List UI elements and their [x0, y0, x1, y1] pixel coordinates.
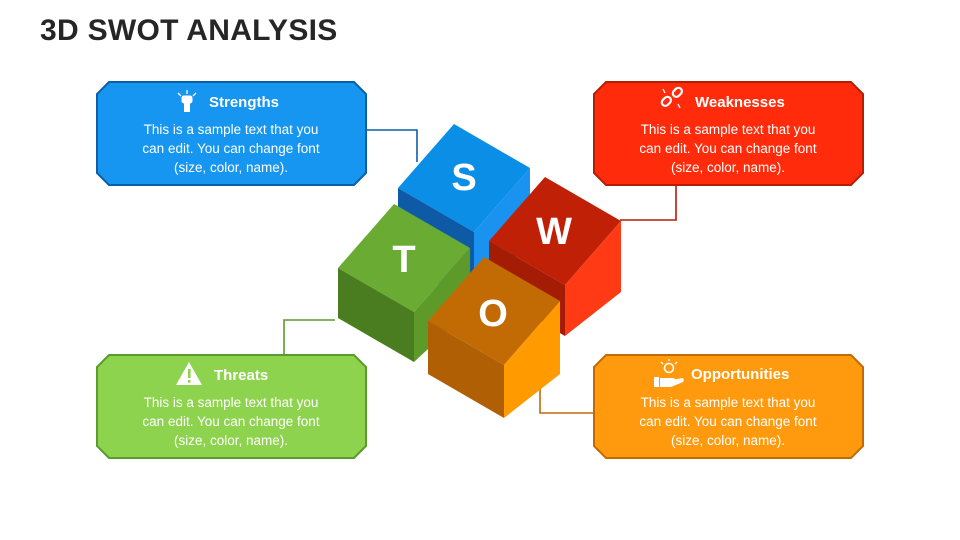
threats-text-line-2: can edit. You can change font	[142, 414, 319, 429]
opportunities-text-line-1: This is a sample text that you	[641, 395, 816, 410]
cube-o-front	[428, 321, 504, 418]
strengths-title: Strengths	[209, 94, 279, 111]
connector-weaknesses	[620, 186, 677, 221]
opportunities-box: Opportunities This is a sample text that…	[593, 354, 864, 459]
cube-s-letter: S	[451, 157, 476, 199]
weaknesses-text-line-2: can edit. You can change font	[639, 141, 816, 156]
strengths-text-line-1: This is a sample text that you	[144, 122, 319, 137]
threats-box: Threats This is a sample text that you c…	[96, 354, 367, 459]
cube-t-letter: T	[392, 239, 415, 281]
warning-triangle-icon	[176, 362, 202, 385]
cube-o: O	[428, 257, 560, 418]
page-title: 3D SWOT ANALYSIS	[40, 14, 338, 47]
connector-strengths	[366, 129, 418, 162]
weaknesses-text-line-3: (size, color, name).	[671, 160, 785, 175]
strengths-box-shape	[96, 81, 367, 186]
cube-o-top	[428, 257, 560, 365]
strengths-text-line-3: (size, color, name).	[174, 160, 288, 175]
threats-title: Threats	[214, 367, 268, 384]
cube-o-right	[504, 301, 560, 418]
cube-t-top	[338, 204, 470, 312]
connector-threats	[283, 319, 335, 355]
threats-text-line-3: (size, color, name).	[174, 433, 288, 448]
broken-link-icon	[660, 86, 684, 109]
cube-w-right	[565, 221, 621, 336]
threats-text-line-1: This is a sample text that you	[144, 395, 319, 410]
opportunities-title: Opportunities	[691, 366, 789, 383]
weaknesses-box-shape	[593, 81, 864, 186]
cube-s-top	[398, 124, 530, 232]
weaknesses-title: Weaknesses	[695, 94, 785, 111]
cube-w-top	[489, 177, 621, 285]
strengths-box: Strengths This is a sample text that you…	[96, 81, 367, 186]
cube-w-letter: W	[536, 211, 572, 253]
cube-t-front	[338, 268, 414, 362]
weaknesses-text-line-1: This is a sample text that you	[641, 122, 816, 137]
strengths-text-line-2: can edit. You can change font	[142, 141, 319, 156]
opportunities-text-line-2: can edit. You can change font	[639, 414, 816, 429]
raised-fist-icon	[177, 90, 197, 112]
threats-box-shape	[96, 354, 367, 459]
weaknesses-box: Weaknesses This is a sample text that yo…	[593, 81, 864, 186]
connector-opportunities	[539, 380, 594, 414]
hand-with-coin-icon	[654, 359, 684, 387]
opportunities-text-line-3: (size, color, name).	[671, 433, 785, 448]
cube-o-letter: O	[478, 293, 508, 335]
cube-t: T	[338, 204, 470, 362]
